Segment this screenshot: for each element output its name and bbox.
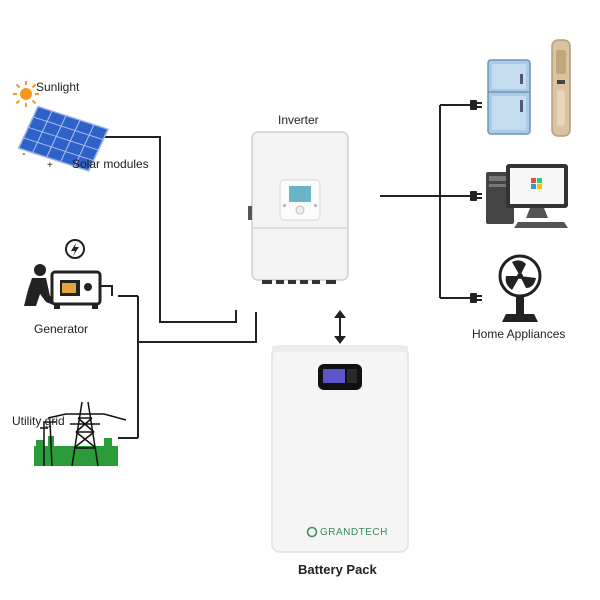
solar-plus-label: + [47, 160, 53, 171]
utility-grid-label: Utility grid [12, 414, 65, 428]
sunlight-label: Sunlight [36, 80, 80, 94]
plug-icon [470, 100, 482, 303]
solar-minus-label: - [22, 148, 26, 160]
solar-wire [90, 136, 237, 323]
solar-modules-label: Solar modules [72, 157, 149, 171]
generator-label: Generator [34, 322, 89, 336]
home-appliances-label: Home Appliances [472, 327, 566, 341]
battery-brand-logo: GRANDTECH [320, 527, 388, 538]
bus-to-inverter-wire [138, 312, 257, 343]
battery-pack-label: Battery Pack [298, 562, 377, 577]
inverter-label: Inverter [278, 113, 319, 127]
double-arrow-icon [334, 310, 346, 344]
